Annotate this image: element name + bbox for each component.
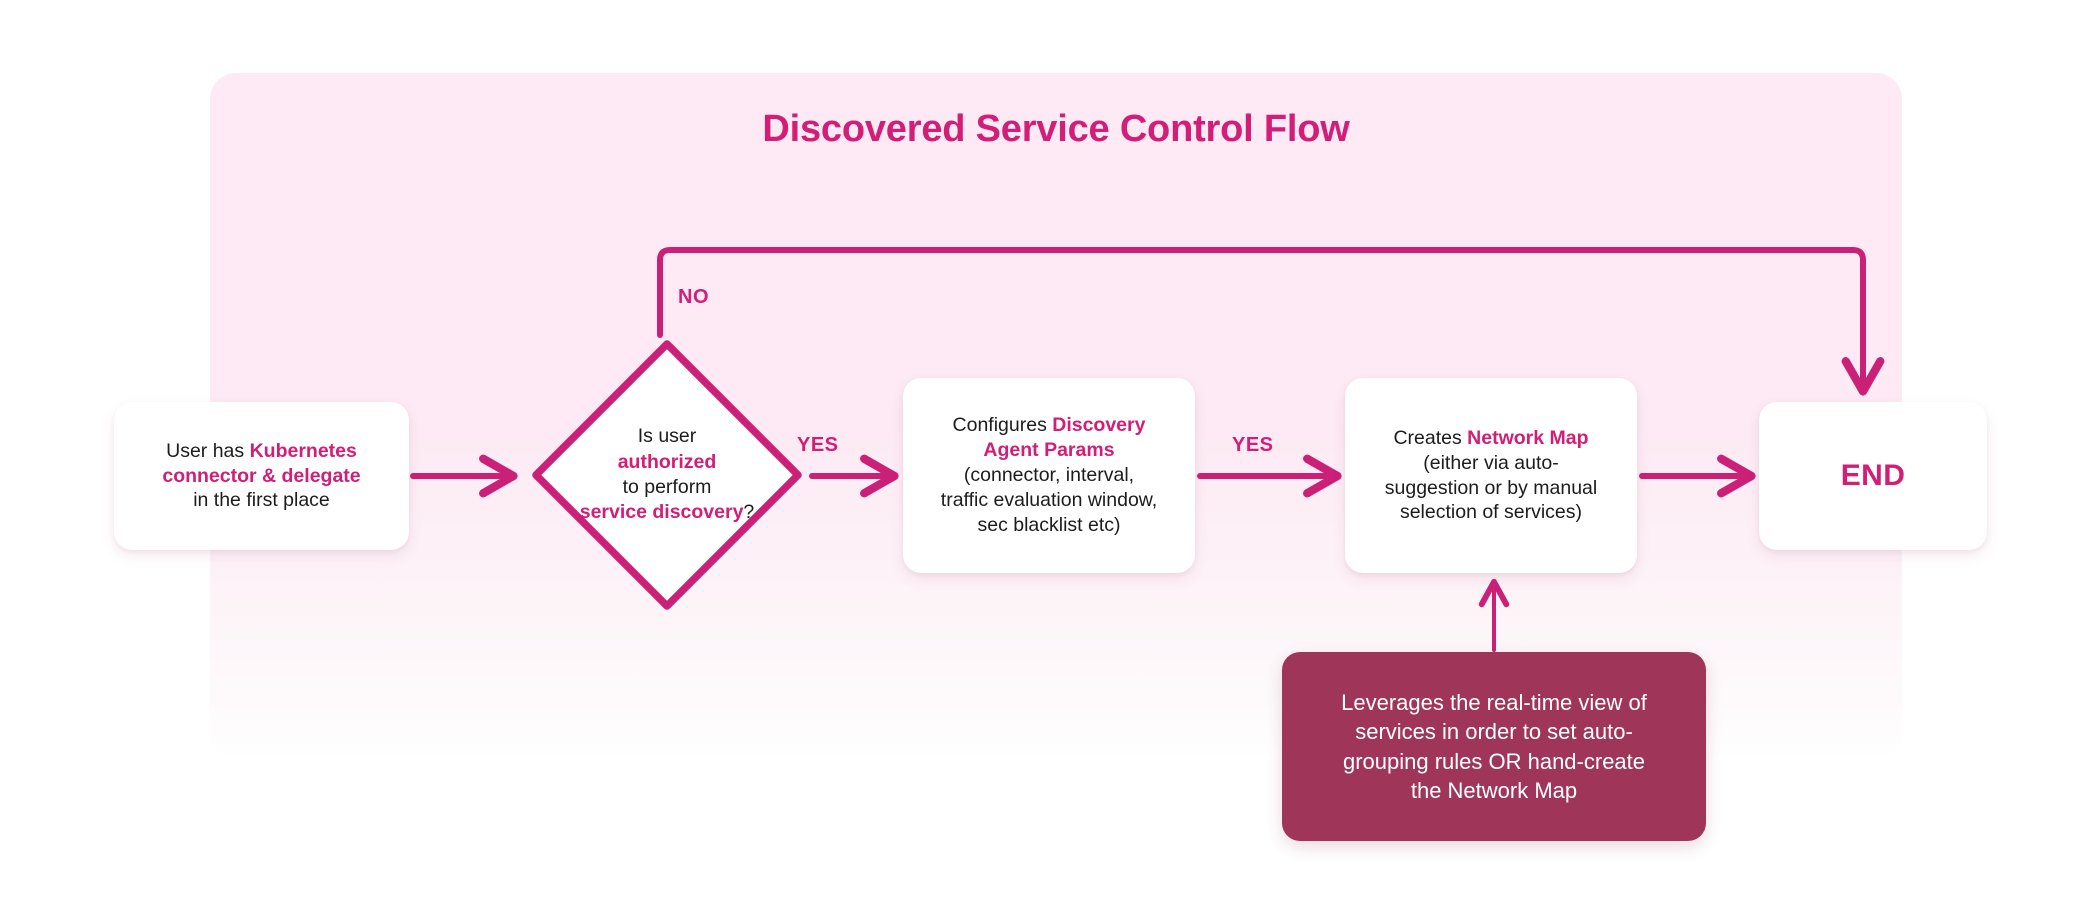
node-map-line-4: selection of services)	[1385, 500, 1597, 525]
diamond-shape	[532, 340, 802, 610]
node-configures-discovery-agent-params[interactable]: Configures Discovery Agent Params (conne…	[903, 378, 1195, 573]
edge-label-yes-2: YES	[1232, 434, 1274, 456]
node-config-line-4: traffic evaluation window,	[941, 488, 1157, 513]
text-fragment-highlight: Network Map	[1467, 426, 1589, 449]
note-line-1: Leverages the real-time view of	[1341, 690, 1647, 715]
node-decision-text: Is user authorized to perform service di…	[527, 335, 807, 615]
text-fragment-highlight: Agent Params	[983, 439, 1115, 462]
edge-label-yes-1: YES	[797, 434, 839, 456]
note-text: Leverages the real-time view of services…	[1341, 688, 1647, 805]
node-config-line-3: (connector, interval,	[941, 463, 1157, 488]
text-fragment: Creates	[1393, 426, 1468, 449]
note-line-2: services in order to set auto-	[1355, 719, 1633, 745]
text-fragment: Configures	[952, 414, 1053, 437]
text-fragment-highlight: connector & delegate	[162, 464, 361, 487]
text-fragment: ?	[743, 501, 755, 524]
node-decision-line-1: Is user	[580, 424, 755, 449]
node-decision-line-3: to perform	[580, 475, 755, 500]
node-start-text: User has Kubernetes connector & delegate…	[162, 439, 360, 514]
text-fragment: in the first place	[193, 489, 330, 512]
node-is-user-authorized[interactable]: Is user authorized to perform service di…	[527, 335, 807, 615]
node-config-text: Configures Discovery Agent Params (conne…	[941, 413, 1157, 538]
text-fragment-highlight: service discovery	[579, 501, 744, 524]
node-start-line-3: in the first place	[162, 488, 360, 513]
node-decision-line-2: authorized	[580, 450, 755, 475]
note-network-map-leverages[interactable]: Leverages the real-time view of services…	[1282, 652, 1706, 841]
node-map-line-1: Creates Network Map	[1385, 426, 1597, 451]
node-config-line-5: sec blacklist etc)	[941, 513, 1157, 538]
node-map-line-2: (either via auto-	[1385, 451, 1597, 476]
node-map-line-3: suggestion or by manual	[1385, 476, 1597, 501]
node-map-text: Creates Network Map (either via auto- su…	[1385, 426, 1597, 526]
text-fragment: suggestion or by manual	[1384, 476, 1598, 499]
node-user-has-kubernetes-connector[interactable]: User has Kubernetes connector & delegate…	[114, 402, 409, 550]
text-fragment: selection of services)	[1399, 501, 1583, 524]
node-end[interactable]: END	[1759, 402, 1987, 550]
text-fragment: sec blacklist etc)	[977, 513, 1121, 536]
text-fragment-highlight: Discovery	[1052, 414, 1146, 437]
node-start-line-2: connector & delegate	[162, 464, 360, 489]
note-line-3: grouping rules OR hand-create	[1342, 748, 1646, 774]
text-fragment: Is user	[637, 425, 697, 448]
text-fragment-highlight: authorized	[617, 450, 717, 473]
page-title: Discovered Service Control Flow	[762, 108, 1350, 150]
text-fragment: traffic evaluation window,	[940, 488, 1158, 511]
edge-label-no: NO	[678, 286, 709, 308]
node-start-line-1: User has Kubernetes	[162, 439, 360, 464]
note-line-4: the Network Map	[1410, 777, 1578, 803]
node-end-label: END	[1840, 458, 1906, 492]
text-fragment: (either via auto-	[1423, 451, 1559, 474]
node-decision-line-4: service discovery?	[580, 500, 755, 525]
node-config-line-1: Configures Discovery	[941, 413, 1157, 438]
node-config-line-2: Agent Params	[941, 438, 1157, 463]
node-creates-network-map[interactable]: Creates Network Map (either via auto- su…	[1345, 378, 1637, 573]
text-fragment: to perform	[622, 476, 712, 498]
text-fragment-highlight: Kubernetes	[249, 439, 357, 462]
text-fragment: User has	[166, 439, 250, 462]
text-fragment: (connector, interval,	[963, 464, 1135, 487]
